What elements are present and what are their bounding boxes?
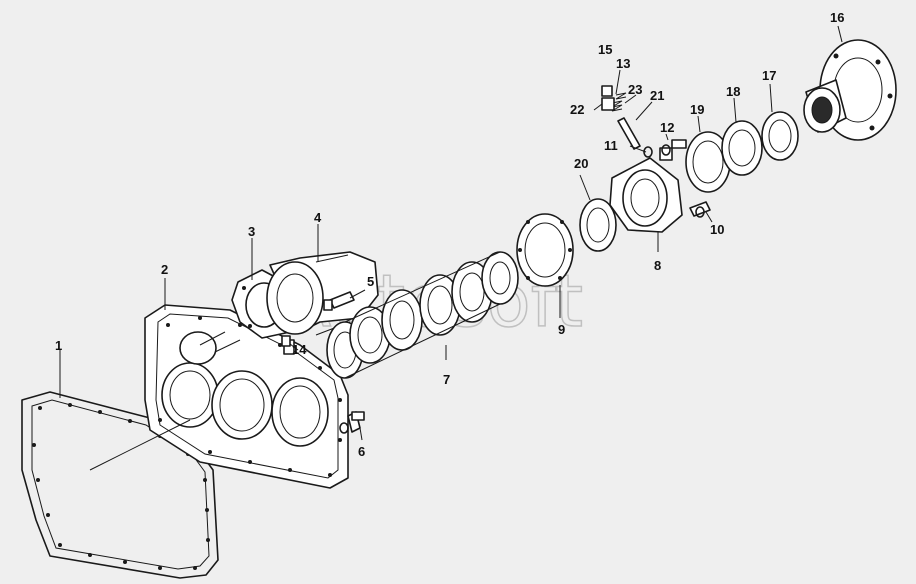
callout-2: 2 [161,262,168,277]
part-22-cap [601,97,615,111]
part-4-cover [266,251,379,336]
callout-9: 9 [558,322,565,337]
callout-16: 16 [830,10,844,25]
callout-1: 1 [55,338,62,353]
callout-22: 22 [570,102,584,117]
callout-12: 12 [660,120,674,135]
callout-5: 5 [367,274,374,289]
leader-lines [59,25,843,471]
callout-3: 3 [248,224,255,239]
part-13-spring [615,92,627,100]
part-15-plug [601,85,613,97]
callout-15: 15 [598,42,612,57]
callout-20: 20 [574,156,588,171]
part-10-bolt [689,201,711,218]
callout-7: 7 [443,372,450,387]
callout-19: 19 [690,102,704,117]
callout-17: 17 [762,68,776,83]
part-8-housing [609,147,683,233]
callout-18: 18 [726,84,740,99]
part-9-ring [516,213,574,287]
part-12-fitting [661,139,687,156]
part-19-ring [685,131,731,193]
part-17-ring [761,111,799,161]
part-14-pin [281,335,291,347]
callout-8: 8 [654,258,661,273]
callout-23: 23 [628,82,642,97]
callout-labels: 1 2 3 4 5 6 7 8 9 10 11 12 13 14 15 16 1… [55,10,844,459]
callout-6: 6 [358,444,365,459]
callout-14: 14 [292,342,307,357]
part-7-bearing-stack [326,251,519,379]
part-18-ring [721,120,763,176]
callout-4: 4 [314,210,322,225]
part-2-housing [144,304,349,489]
part-6-bolt [339,411,365,434]
callout-11: 11 [604,138,618,153]
part-5-bolt [323,291,355,311]
part-21-valve [617,117,641,150]
part-16-flange-shaft [803,39,897,141]
part-20-seal [579,198,617,252]
part-11-fitting [643,146,653,158]
callout-13: 13 [616,56,630,71]
callout-10: 10 [710,222,724,237]
callout-21: 21 [650,88,664,103]
